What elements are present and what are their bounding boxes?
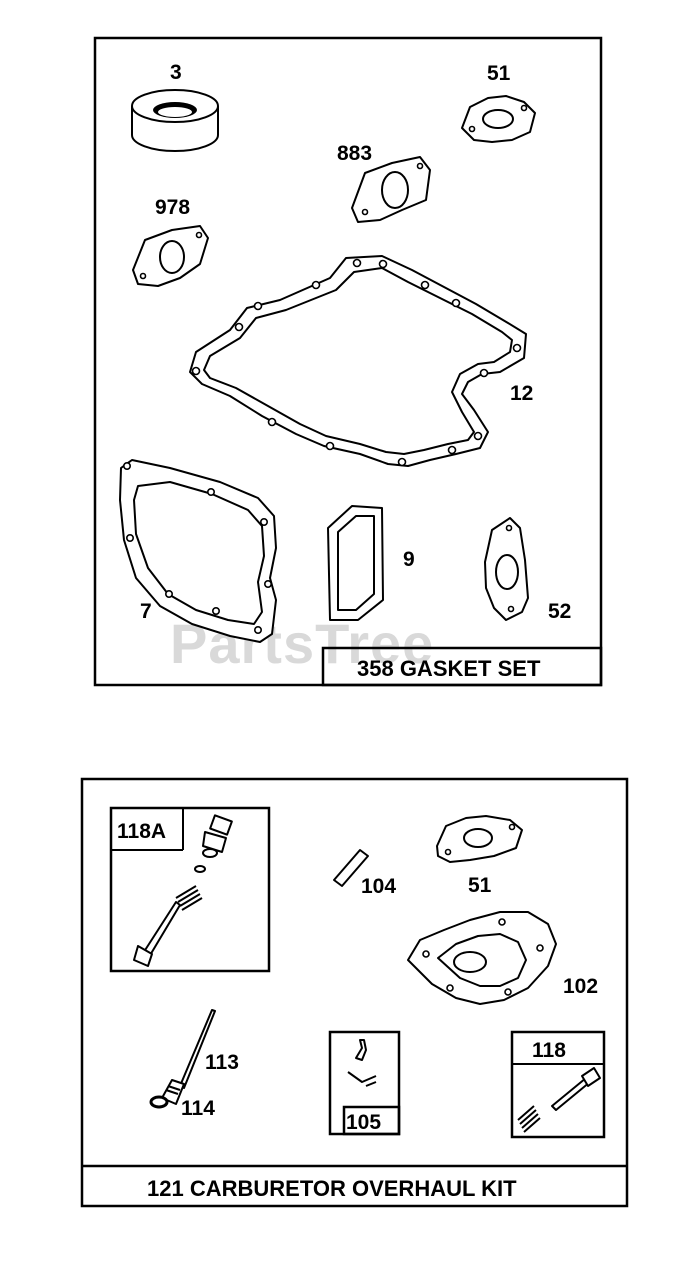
- part-52-gasket[interactable]: 52: [484, 517, 571, 623]
- part-7-head-gasket[interactable]: 7: [119, 459, 277, 643]
- label-52: 52: [548, 600, 571, 623]
- label-102: 102: [563, 975, 598, 998]
- label-7: 7: [140, 600, 152, 623]
- label-113: 113: [205, 1051, 239, 1074]
- label-118: 118: [532, 1039, 566, 1062]
- label-51-carburetor-kit: 51: [468, 874, 492, 897]
- part-978-gasket[interactable]: 978: [132, 196, 209, 287]
- part-9-gasket[interactable]: 9: [327, 505, 415, 621]
- part-118a-mixture-screw-kit[interactable]: 118A: [109, 806, 271, 973]
- label-883: 883: [337, 142, 372, 165]
- gasket-set-panel: 358 GASKET SET 3 51 883: [93, 36, 603, 687]
- gasket-set-title-box: [321, 646, 603, 687]
- part-51-gasket[interactable]: 51: [461, 62, 536, 143]
- part-102-plate-gasket[interactable]: 102: [407, 911, 598, 1005]
- carburetor-kit-frame: [80, 777, 629, 1208]
- part-118-idle-screw[interactable]: 118: [510, 1030, 606, 1139]
- part-12-crankcase-gasket[interactable]: 12: [189, 255, 533, 467]
- carburetor-kit-panel: 121 CARBURETOR OVERHAUL KIT 118A 104: [80, 777, 629, 1208]
- label-104: 104: [361, 875, 396, 898]
- label-118a: 118A: [117, 820, 166, 843]
- label-105: 105: [346, 1111, 381, 1134]
- part-51-carb-gasket[interactable]: 51: [436, 815, 523, 897]
- part-113-needle[interactable]: 113: [161, 1009, 239, 1105]
- part-883-gasket[interactable]: 883: [337, 142, 431, 223]
- label-978: 978: [155, 196, 190, 219]
- carburetor-kit-title: 121 CARBURETOR OVERHAUL KIT: [147, 1176, 517, 1201]
- part-105-float-needle[interactable]: 105: [328, 1030, 401, 1136]
- part-3-oil-seal[interactable]: 3: [131, 61, 219, 152]
- part-104-pin[interactable]: 104: [333, 849, 396, 898]
- label-114: 114: [181, 1097, 215, 1120]
- label-3: 3: [170, 61, 182, 84]
- label-12: 12: [510, 382, 533, 405]
- gasket-set-title: 358 GASKET SET: [357, 656, 541, 681]
- label-9: 9: [403, 548, 415, 571]
- part-114-o-ring[interactable]: 114: [149, 1095, 215, 1120]
- label-51-gasket-set: 51: [487, 62, 511, 85]
